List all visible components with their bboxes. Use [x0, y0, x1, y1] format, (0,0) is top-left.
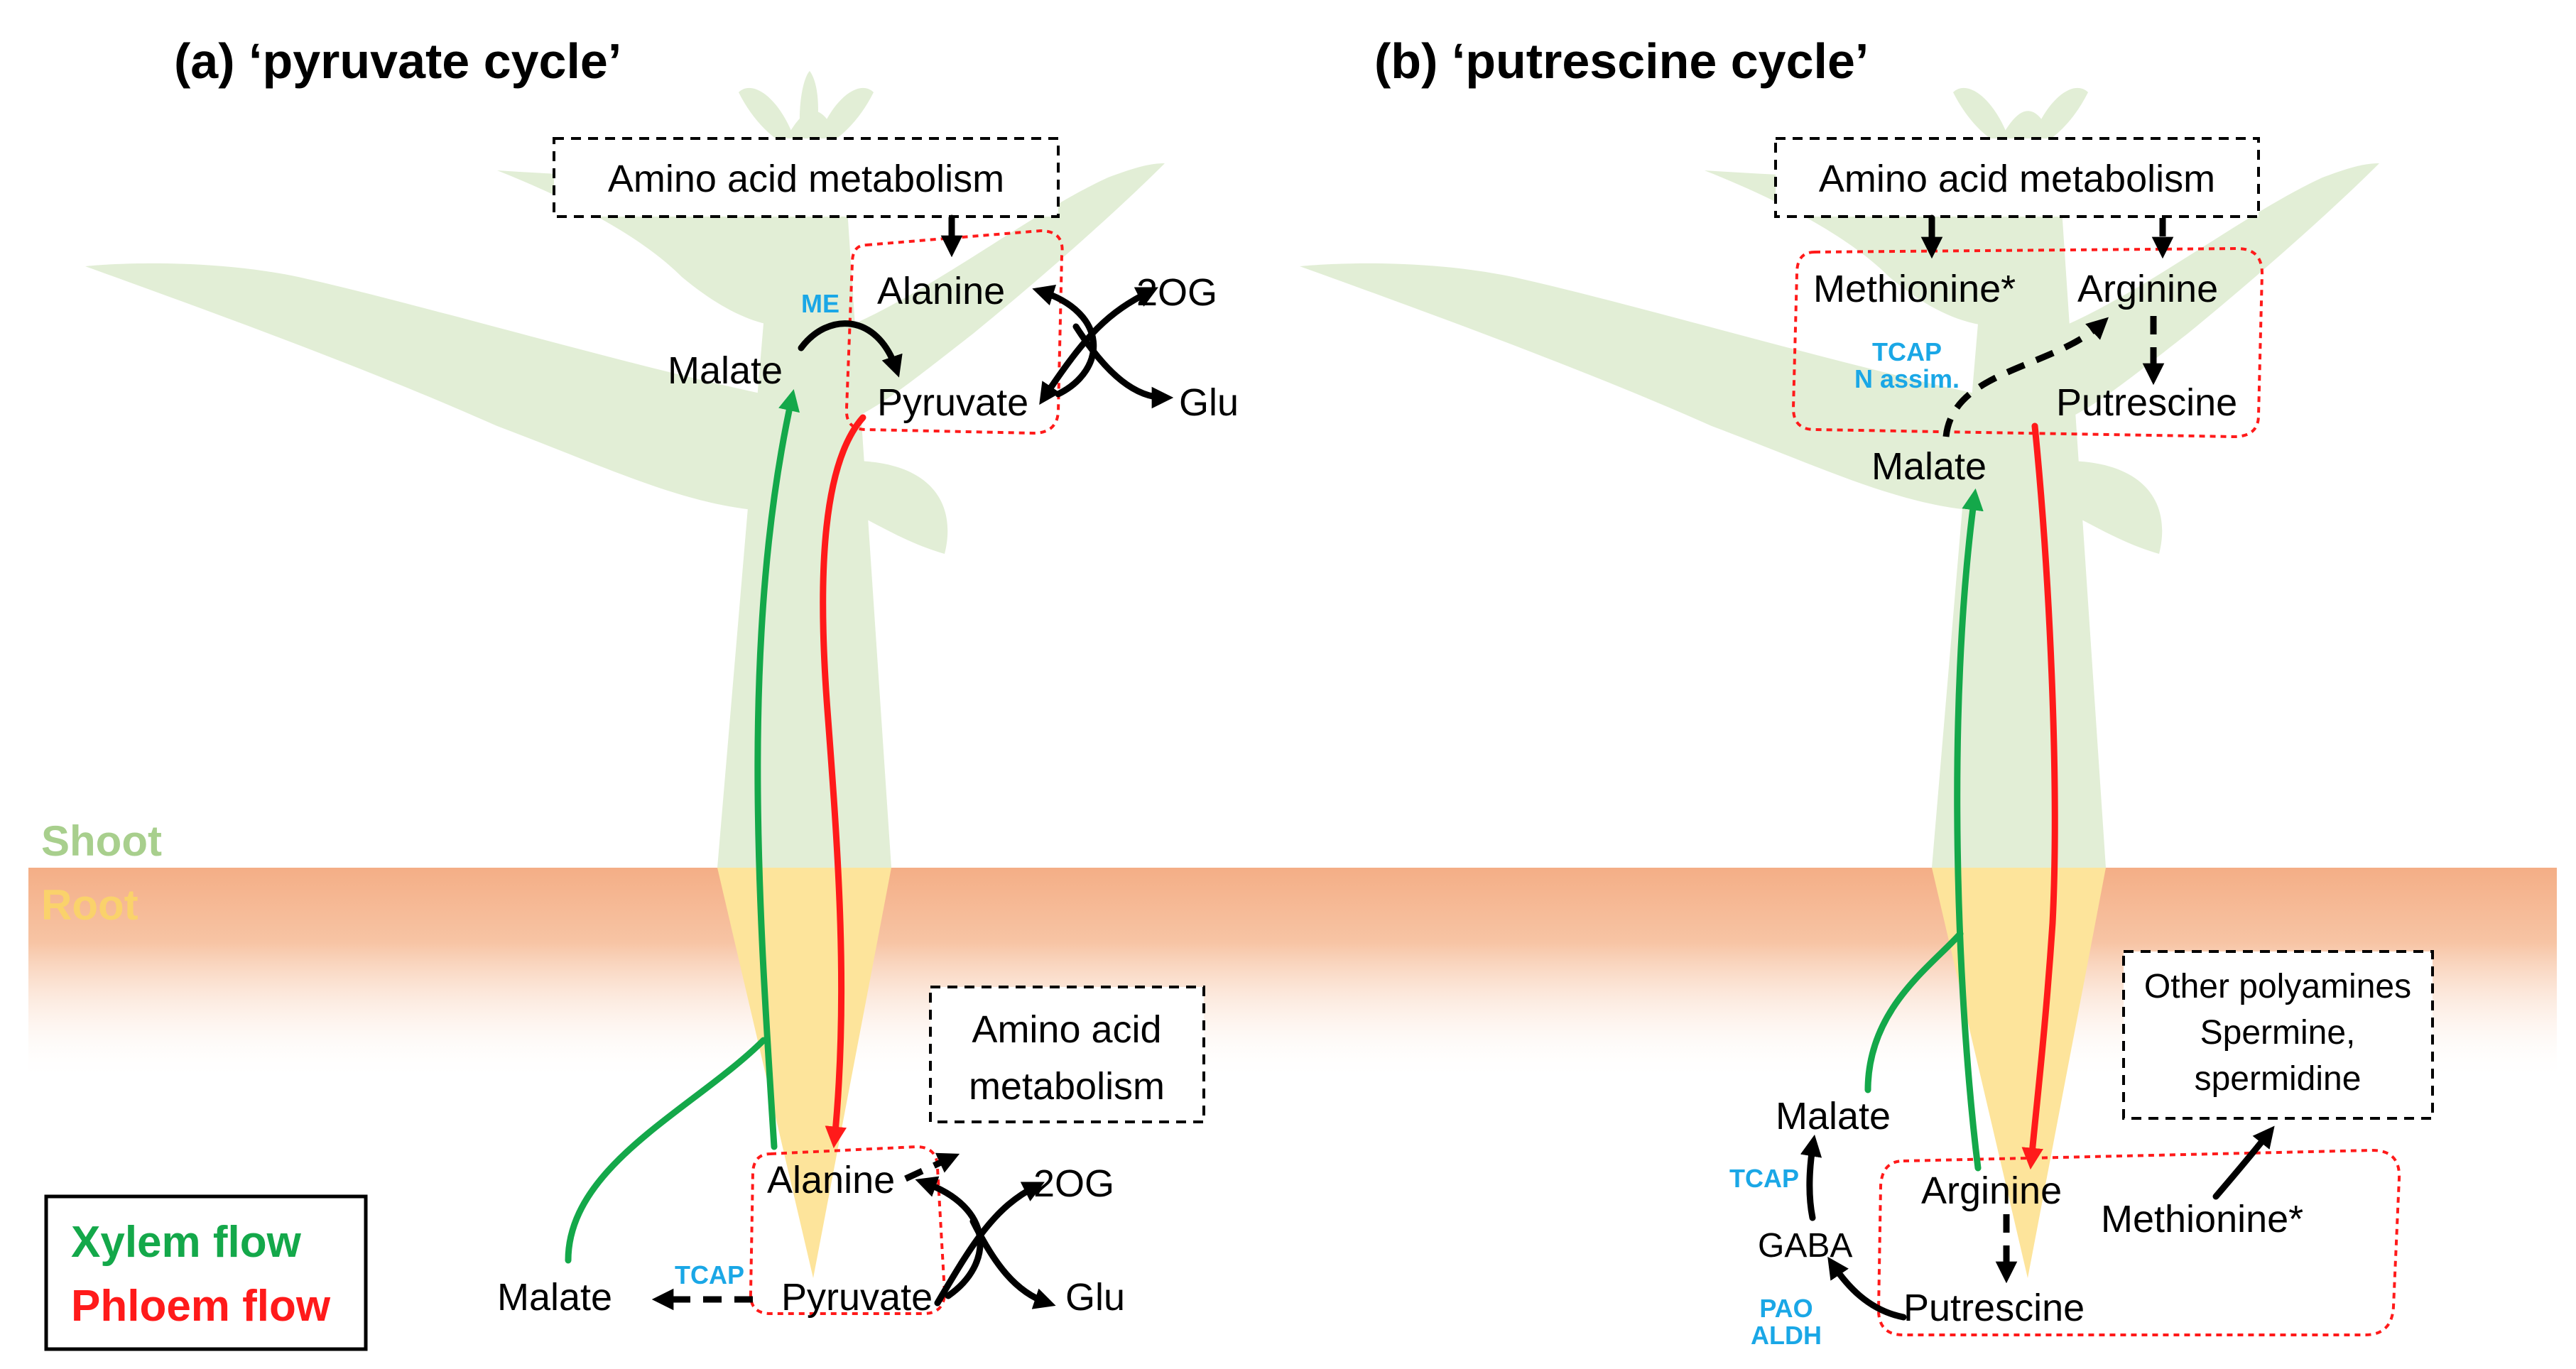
enzyme-tcap-b-root: TCAP — [1729, 1164, 1799, 1193]
xylem-flow-b — [1954, 488, 1984, 1172]
enzyme-pao-b: PAO — [1759, 1294, 1813, 1323]
arrow-alanine-to-metab-a — [904, 1152, 960, 1182]
shoot-malate-b: Malate — [1871, 445, 1987, 488]
shoot-metabolism-label-a: Amino acid metabolism — [608, 158, 1004, 200]
xylem-branch-b — [1864, 930, 1964, 1093]
root-methionine-b: Methionine* — [2101, 1198, 2303, 1240]
arrow-cross-2og-a — [1039, 287, 1158, 405]
root-polyamines-label-b-3: spermidine — [2195, 1060, 2362, 1098]
shoot-red-box-b — [1791, 246, 2264, 439]
root-glu-a: Glu — [1065, 1276, 1125, 1319]
legend-box — [44, 1194, 368, 1351]
shoot-red-box-a — [844, 229, 1064, 435]
legend-xylem: Xylem flow — [71, 1218, 302, 1267]
root-gaba-b: GABA — [1758, 1227, 1852, 1265]
root-polyamines-box-b — [2122, 950, 2434, 1120]
enzyme-tcap-a: TCAP — [675, 1260, 744, 1289]
root-pyruvate-a: Pyruvate — [781, 1276, 933, 1319]
root-arginine-b: Arginine — [1921, 1169, 2062, 1212]
arrow-malate-to-arginine-b — [1942, 317, 2109, 437]
enzyme-me-a: ME — [801, 289, 839, 318]
arrow-root-cross-2og-a — [934, 1182, 1045, 1307]
shoot-malate-a: Malate — [668, 349, 783, 392]
arrow-root-cross-glu-a — [969, 1218, 1056, 1309]
phloem-flow-a — [820, 414, 866, 1149]
shoot-label: Shoot — [41, 817, 162, 865]
arrow-methionine-to-polyamines-b — [2212, 1125, 2275, 1200]
root-metabolism-label-a-1: Amino acid — [972, 1008, 1161, 1051]
root-red-box-a — [749, 1145, 947, 1315]
shoot-alanine-a: Alanine — [877, 270, 1005, 312]
xylem-branch-a — [565, 1037, 767, 1264]
xylem-flow-a — [754, 389, 800, 1150]
enzyme-nassim-b-shoot: N assim. — [1854, 364, 1960, 393]
root-metabolism-box-a — [929, 986, 1205, 1123]
root-malate-a: Malate — [497, 1276, 612, 1319]
arrow-malate-to-pyruvate-a — [798, 320, 903, 378]
root-wedge-b — [1932, 868, 2106, 1278]
shoot-pyruvate-a: Pyruvate — [877, 381, 1028, 424]
phloem-flow-b — [2021, 422, 2058, 1170]
root-label: Root — [41, 881, 138, 929]
root-red-box-b — [1876, 1148, 2401, 1336]
root-malate-b: Malate — [1776, 1095, 1891, 1138]
enzyme-aldh-b: ALDH — [1751, 1321, 1822, 1350]
legend-phloem: Phloem flow — [71, 1282, 331, 1331]
root-polyamines-label-b-1: Other polyamines — [2144, 968, 2411, 1005]
arrow-cross-glu-a — [1072, 323, 1174, 409]
shoot-arginine-b: Arginine — [2077, 268, 2218, 310]
root-metabolism-label-a-2: metabolism — [969, 1065, 1165, 1108]
root-polyamines-label-b-2: Spermine, — [2200, 1014, 2356, 1052]
root-alanine-a: Alanine — [767, 1159, 895, 1201]
arrow-putrescine-to-gaba-b — [1827, 1256, 1907, 1321]
shoot-methionine-b: Methionine* — [1813, 268, 2016, 310]
shoot-metabolism-label-b: Amino acid metabolism — [1819, 158, 2215, 200]
plant-silhouette-b — [1300, 87, 2379, 868]
enzyme-tcap-b-shoot: TCAP — [1872, 337, 1942, 366]
root-putrescine-b: Putrescine — [1903, 1287, 2085, 1329]
arrow-gaba-to-malate-b — [1800, 1134, 1822, 1221]
panel-a-title: (a) ‘pyruvate cycle’ — [174, 33, 621, 89]
shoot-metabolism-box-b — [1774, 137, 2260, 218]
shoot-metabolism-box-a — [553, 137, 1060, 218]
panel-b-title: (b) ‘putrescine cycle’ — [1374, 33, 1869, 89]
shoot-glu-a: Glu — [1179, 381, 1239, 424]
root-2og-a: 2OG — [1033, 1162, 1114, 1205]
shoot-putrescine-b: Putrescine — [2056, 381, 2237, 424]
